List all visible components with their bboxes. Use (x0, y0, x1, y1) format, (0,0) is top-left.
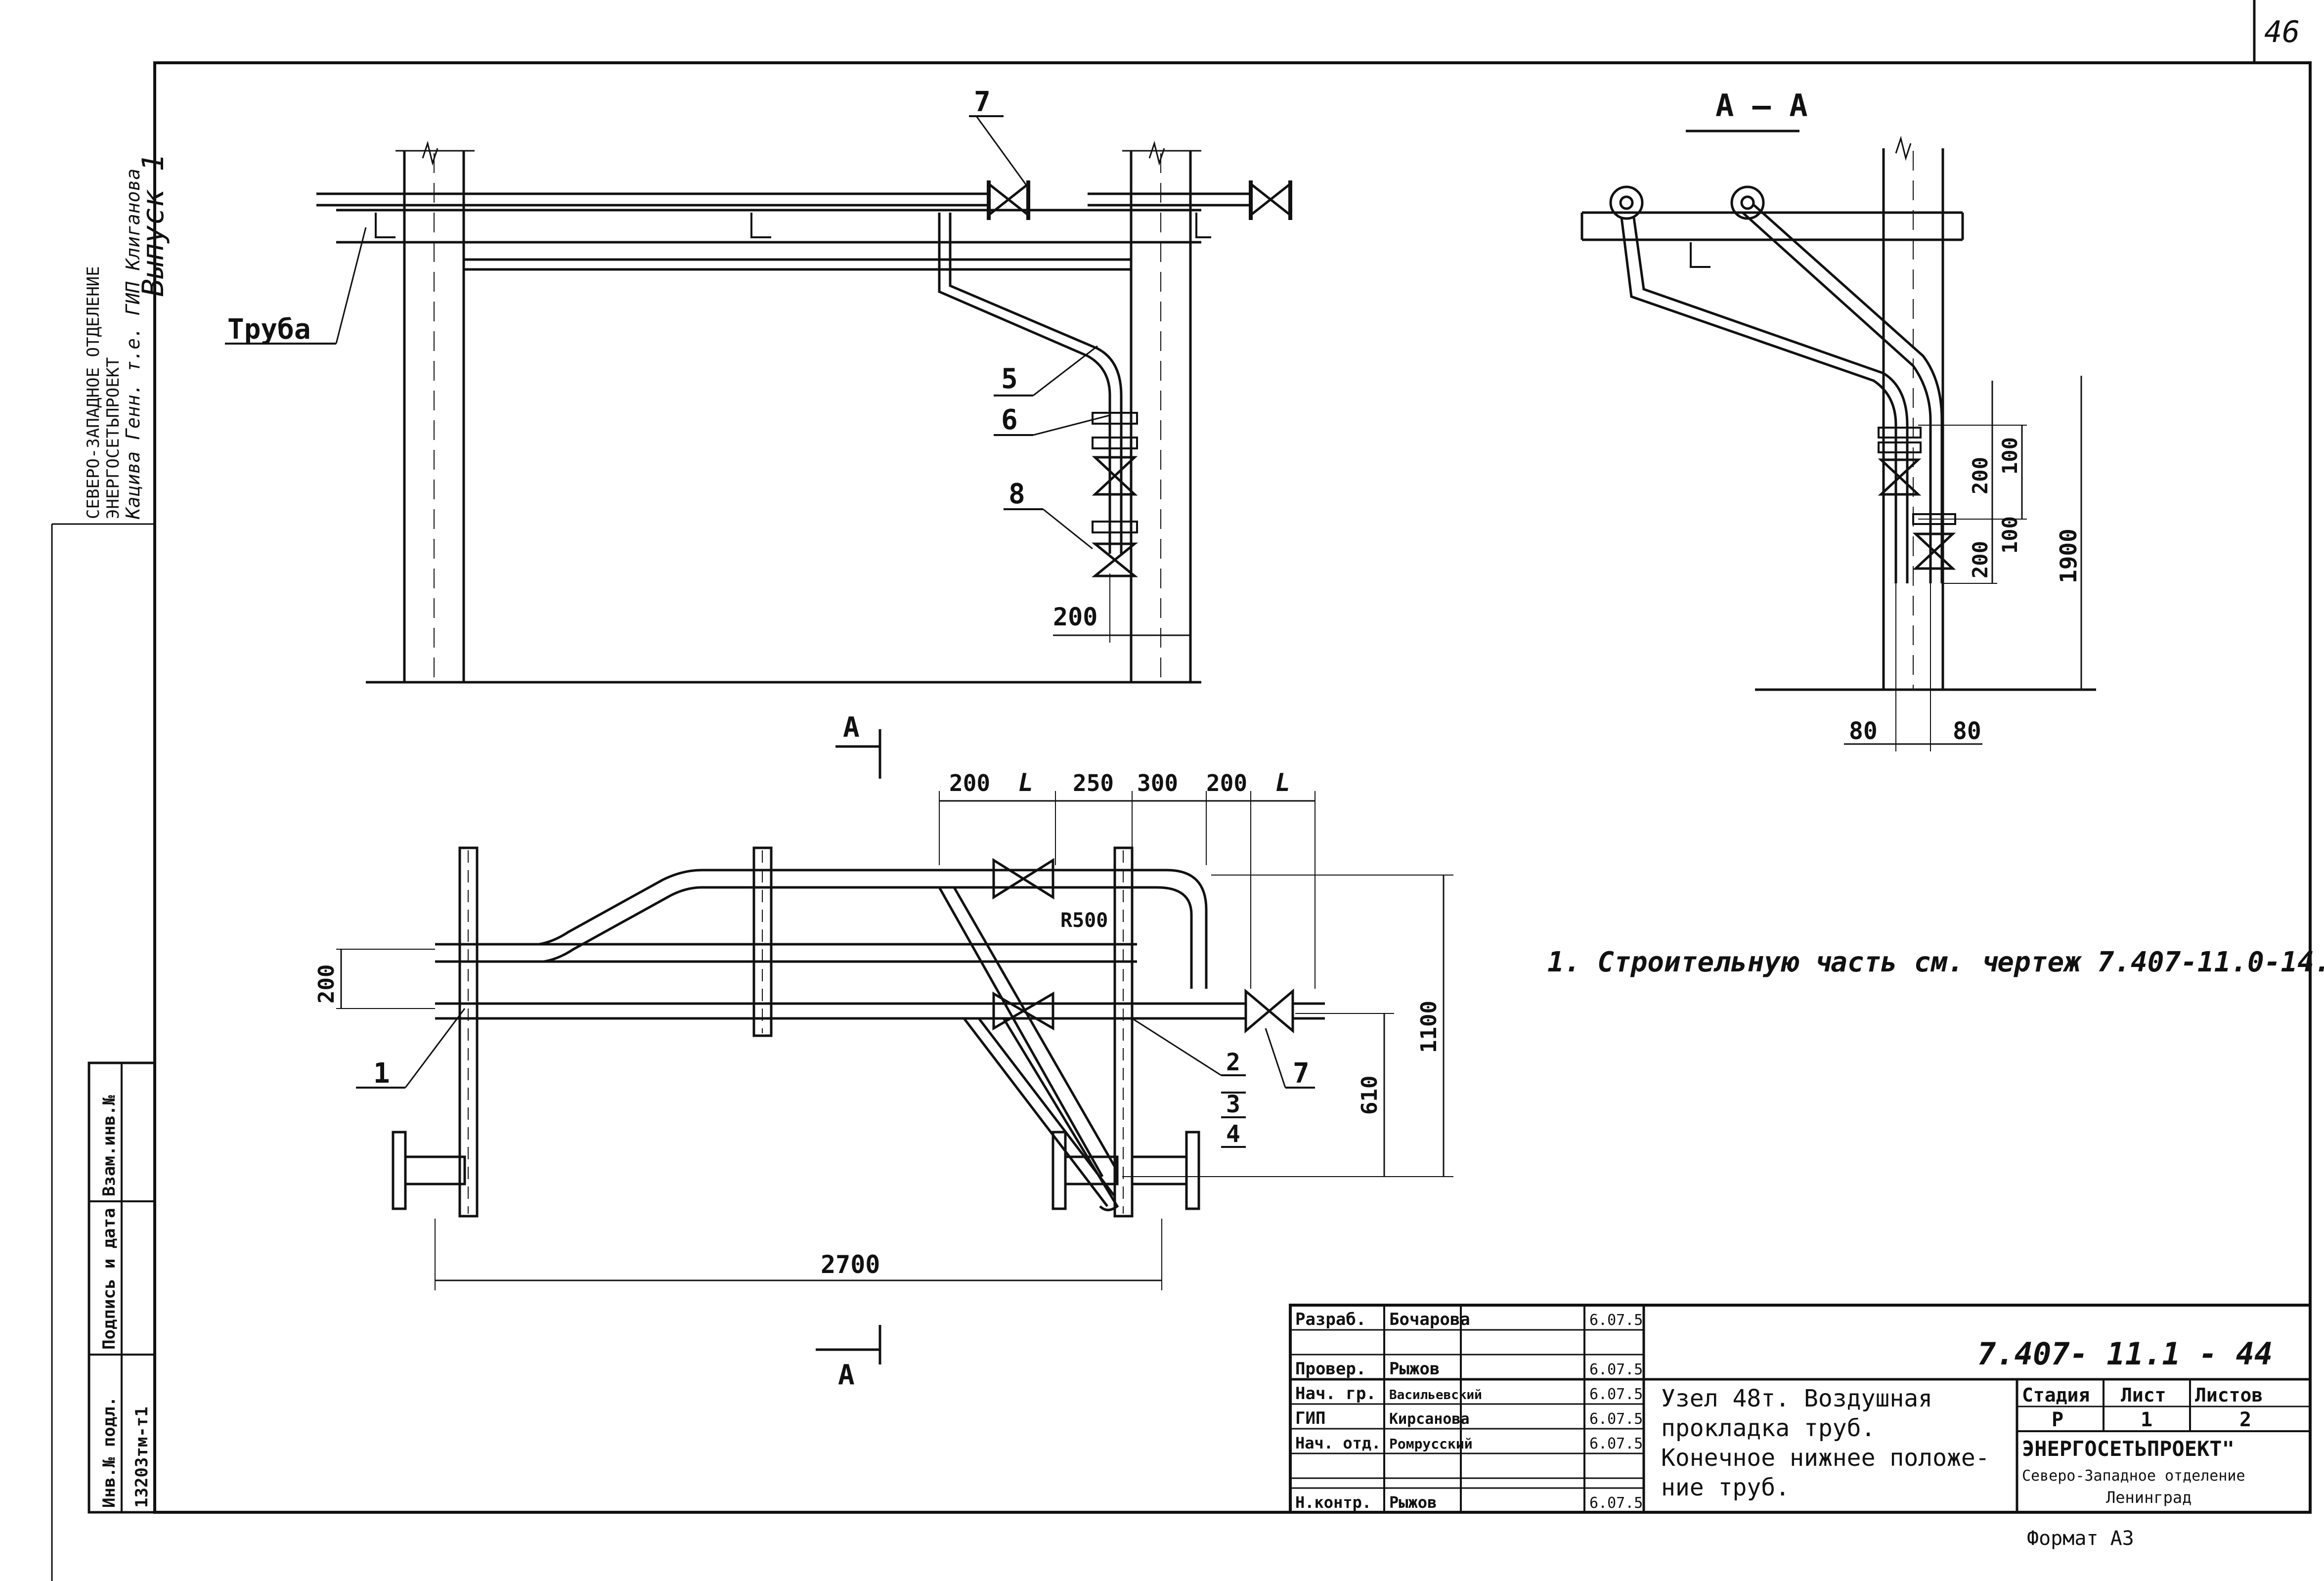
svg-text:Подпись и дата: Подпись и дата (99, 1208, 119, 1350)
svg-text:Конечное нижнее положе-: Конечное нижнее положе- (1661, 1444, 1990, 1472)
title-stage-block: Стадия Лист Листов Р 1 2 ЭНЕРГОСЕТЬПРОЕК… (2022, 1384, 2263, 1507)
svg-text:4: 4 (1226, 1120, 1240, 1148)
svg-text:прокладка труб.: прокладка труб. (1661, 1414, 1875, 1442)
general-note: 1. Строительную часть см. чертеж 7.407-1… (1547, 946, 2324, 978)
label-truba: Труба (227, 313, 311, 346)
svg-text:А: А (838, 1359, 855, 1391)
svg-text:1900: 1900 (2055, 528, 2082, 583)
svg-text:Нач. гр.: Нач. гр. (1295, 1384, 1376, 1404)
svg-text:Рыжов: Рыжов (1389, 1359, 1440, 1379)
elevation-view (225, 115, 1292, 684)
svg-text:200: 200 (1206, 770, 1247, 796)
svg-text:200: 200 (1968, 541, 1992, 578)
svg-text:Стадия: Стадия (2022, 1384, 2090, 1406)
svg-text:Ленинград: Ленинград (2106, 1488, 2192, 1507)
drawing-code: 7.407- 11.1 - 44 (1977, 1336, 2273, 1372)
approval-stamp: СЕВЕРО-ЗАПАДНОЕ ОТДЕЛЕНИЕ ЭНЕРГОСЕТЬПРОЕ… (84, 154, 171, 520)
svg-text:200: 200 (314, 965, 339, 1004)
svg-text:Ромрусский: Ромрусский (1389, 1436, 1473, 1452)
svg-text:100: 100 (1998, 516, 2022, 554)
svg-text:13203тм-т1: 13203тм-т1 (132, 1406, 152, 1508)
svg-text:Взам.инв.№: Взам.инв.№ (99, 1095, 119, 1196)
svg-text:R500: R500 (1060, 909, 1108, 932)
svg-text:2: 2 (1226, 1049, 1240, 1076)
svg-text:L: L (1018, 768, 1033, 797)
svg-text:Провер.: Провер. (1295, 1359, 1366, 1379)
svg-text:ЭНЕРГОСЕТЬПРОЕКТ: ЭНЕРГОСЕТЬПРОЕКТ (103, 357, 123, 519)
svg-text:1: 1 (373, 1057, 390, 1090)
svg-text:300: 300 (1137, 770, 1178, 796)
svg-text:2: 2 (2239, 1408, 2251, 1431)
section-title: А — А (1715, 88, 1808, 124)
format-label: Формат А3 (2027, 1527, 2134, 1550)
sheet-number: 46 (2264, 15, 2300, 49)
svg-text:610: 610 (1357, 1076, 1382, 1115)
svg-text:80: 80 (1849, 717, 1878, 745)
svg-text:Разраб.: Разраб. (1295, 1310, 1366, 1329)
svg-text:7: 7 (1293, 1057, 1310, 1090)
svg-text:6.07.5: 6.07.5 (1589, 1410, 1643, 1428)
svg-text:Лист: Лист (2121, 1384, 2166, 1406)
svg-text:1: 1 (2141, 1408, 2152, 1431)
title-block (1289, 1304, 2312, 1514)
svg-text:200: 200 (949, 770, 990, 796)
svg-text:А: А (843, 711, 860, 744)
svg-text:Кирсанова: Кирсанова (1389, 1410, 1470, 1428)
svg-text:6.07.5: 6.07.5 (1589, 1312, 1643, 1329)
svg-text:6.07.5: 6.07.5 (1589, 1361, 1643, 1378)
svg-text:Инв.№ подл.: Инв.№ подл. (99, 1397, 119, 1508)
svg-text:Н.контр.: Н.контр. (1295, 1493, 1371, 1512)
svg-text:ЭНЕРГОСЕТЬПРОЕКТ": ЭНЕРГОСЕТЬПРОЕКТ" (2022, 1437, 2235, 1461)
svg-text:Листов: Листов (2195, 1384, 2263, 1406)
svg-text:Нач. отд.: Нач. отд. (1295, 1434, 1381, 1452)
svg-text:Р: Р (2052, 1408, 2063, 1431)
svg-text:3: 3 (1226, 1091, 1240, 1118)
callout-7-top: 7 (974, 86, 991, 118)
svg-text:L: L (1275, 768, 1290, 797)
plan-view (336, 729, 1453, 1364)
svg-text:Узел 48т. Воздушная: Узел 48т. Воздушная (1661, 1385, 1932, 1412)
callout-6: 6 (1001, 404, 1018, 436)
title-block-rows: Разраб. Бочарова 6.07.5 Провер. Рыжов 6.… (1295, 1310, 1643, 1512)
svg-text:СЕВЕРО-ЗАПАДНОЕ ОТДЕЛЕНИЕ: СЕВЕРО-ЗАПАДНОЕ ОТДЕЛЕНИЕ (84, 266, 103, 519)
svg-text:6.07.5: 6.07.5 (1589, 1386, 1643, 1403)
dim-200-elevation: 200 (1053, 603, 1097, 631)
svg-text:250: 250 (1073, 770, 1114, 796)
svg-text:80: 80 (1953, 717, 1981, 745)
svg-text:Выпуск 1: Выпуск 1 (136, 154, 171, 297)
svg-text:100: 100 (1998, 437, 2022, 475)
section-dimensions: 200 100 100 200 1900 80 80 (1849, 437, 2082, 745)
svg-text:ГИП: ГИП (1295, 1408, 1325, 1428)
svg-text:Северо-Западное отделение: Северо-Западное отделение (2022, 1467, 2245, 1485)
svg-text:200: 200 (1968, 457, 1992, 494)
callout-8: 8 (1009, 478, 1025, 510)
svg-text:Кацива Генн. т.е. ГИП Клиганов: Кацива Генн. т.е. ГИП Клиганова (122, 169, 144, 520)
callout-5: 5 (1001, 363, 1018, 395)
title-description: Узел 48т. Воздушная прокладка труб. Коне… (1661, 1385, 1990, 1501)
svg-text:2700: 2700 (821, 1250, 880, 1279)
svg-text:Васильевский: Васильевский (1389, 1388, 1482, 1403)
section-view (1580, 135, 2096, 751)
drawing-frame (153, 61, 2312, 1514)
svg-text:Рыжов: Рыжов (1389, 1493, 1437, 1512)
plan-labels: А А 200 L 250 300 200 L R500 200 610 110… (314, 711, 1442, 1391)
svg-text:1100: 1100 (1416, 1001, 1442, 1053)
svg-text:Бочарова: Бочарова (1389, 1310, 1470, 1329)
svg-text:6.07.5: 6.07.5 (1589, 1435, 1643, 1452)
inventory-stamp-column: Взам.инв.№ Подпись и дата Инв.№ подл. 13… (88, 1061, 156, 1514)
svg-text:ние труб.: ние труб. (1661, 1474, 1790, 1501)
svg-text:6.07.5: 6.07.5 (1589, 1494, 1643, 1512)
